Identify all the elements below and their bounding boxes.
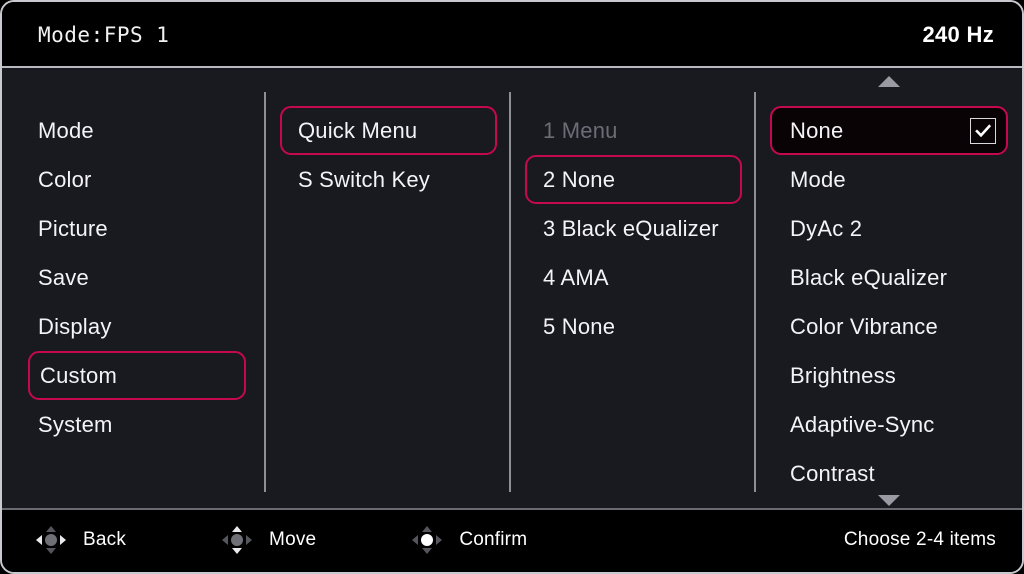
slot-item-3[interactable]: 3 Black eQualizer [525, 204, 742, 253]
option-item-label: Brightness [790, 362, 896, 388]
main-menu-list: Mode Color Picture Save Display Custom S… [2, 90, 266, 449]
dpad-center-icon [412, 526, 443, 554]
menu-item-label: Mode [38, 117, 94, 143]
osd-footer: Back Move Confirm Choose 2-4 items [2, 508, 1022, 572]
option-item-label: None [790, 117, 844, 143]
menu-item-label: Custom [40, 362, 117, 388]
menu-item-save[interactable]: Save [12, 253, 256, 302]
scroll-down-arrow-icon[interactable] [878, 495, 900, 506]
header-divider [2, 66, 1022, 68]
option-item-dyac-2[interactable]: DyAc 2 [770, 204, 1008, 253]
column-divider-2 [509, 92, 511, 492]
osd-body: Mode Color Picture Save Display Custom S… [2, 68, 1022, 508]
menu-item-label: Save [38, 264, 89, 290]
slot-item-label: 4 AMA [543, 264, 609, 290]
menu-item-label: Color [38, 166, 92, 192]
menu-item-mode[interactable]: Mode [12, 106, 256, 155]
option-item-label: Contrast [790, 460, 875, 486]
column-main-menu: Mode Color Picture Save Display Custom S… [2, 90, 266, 508]
slot-item-label: 1 Menu [543, 117, 618, 143]
slot-item-1: 1 Menu [525, 106, 742, 155]
footer-hint-move[interactable]: Move [222, 526, 316, 554]
submenu-item-s-switch-key[interactable]: S Switch Key [280, 155, 497, 204]
checkmark-icon [969, 117, 996, 144]
menu-item-label: System [38, 411, 113, 437]
slot-item-label: 2 None [543, 166, 616, 192]
option-item-label: Black eQualizer [790, 264, 948, 290]
option-item-label: Mode [790, 166, 846, 192]
option-item-label: Adaptive-Sync [790, 411, 935, 437]
option-item-black-equalizer[interactable]: Black eQualizer [770, 253, 1008, 302]
footer-hint-back[interactable]: Back [36, 526, 126, 554]
slot-item-label: 3 Black eQualizer [543, 215, 719, 241]
menu-item-color[interactable]: Color [12, 155, 256, 204]
option-item-label: DyAc 2 [790, 215, 863, 241]
slot-item-2[interactable]: 2 None [525, 155, 743, 204]
menu-item-picture[interactable]: Picture [12, 204, 256, 253]
menu-item-display[interactable]: Display [12, 302, 256, 351]
footer-hint-label: Back [83, 529, 127, 550]
option-item-color-vibrance[interactable]: Color Vibrance [770, 302, 1008, 351]
column-submenu: Quick Menu S Switch Key [266, 90, 511, 508]
footer-divider [2, 508, 1022, 510]
option-item-mode[interactable]: Mode [770, 155, 1008, 204]
column-options: None Mode DyAc 2 Black eQualizer Color V… [756, 76, 1022, 508]
dpad-left-right-icon [36, 526, 66, 554]
menu-item-system[interactable]: System [12, 400, 256, 449]
footer-status-text: Choose 2-4 items [843, 529, 996, 550]
footer-hint-confirm[interactable]: Confirm [412, 526, 527, 554]
slot-list: 1 Menu 2 None 3 Black eQualizer 4 AMA 5 … [511, 90, 756, 351]
footer-hint-label: Move [269, 529, 317, 550]
dpad-up-down-icon [222, 526, 253, 554]
submenu-item-label: Quick Menu [297, 117, 418, 143]
option-item-label: Color Vibrance [790, 313, 938, 339]
slot-item-label: 5 None [543, 313, 616, 339]
submenu-item-label: S Switch Key [297, 166, 430, 192]
slot-item-5[interactable]: 5 None [525, 302, 742, 351]
column-divider-1 [263, 92, 266, 492]
menu-item-custom[interactable]: Custom [28, 351, 246, 400]
menu-item-label: Display [38, 313, 112, 339]
osd-header: Mode:FPS 1 240 Hz [2, 2, 1022, 68]
menu-item-label: Picture [38, 215, 108, 241]
header-mode-label: Mode:FPS 1 [38, 23, 170, 47]
footer-hint-label: Confirm [459, 529, 528, 550]
scroll-up-arrow-icon[interactable] [878, 76, 900, 87]
slot-item-4[interactable]: 4 AMA [525, 253, 742, 302]
column-quick-menu-slots: 1 Menu 2 None 3 Black eQualizer 4 AMA 5 … [511, 90, 757, 508]
submenu-item-quick-menu[interactable]: Quick Menu [279, 106, 497, 155]
option-item-contrast[interactable]: Contrast [770, 449, 1008, 498]
submenu-list: Quick Menu S Switch Key [266, 90, 511, 204]
option-list: None Mode DyAc 2 Black eQualizer Color V… [756, 90, 1022, 498]
option-item-none[interactable]: None [770, 106, 1008, 155]
header-refresh-rate: 240 Hz [922, 22, 994, 47]
option-item-adaptive-sync[interactable]: Adaptive-Sync [770, 400, 1008, 449]
column-divider-3 [754, 92, 757, 492]
option-item-brightness[interactable]: Brightness [770, 351, 1008, 400]
